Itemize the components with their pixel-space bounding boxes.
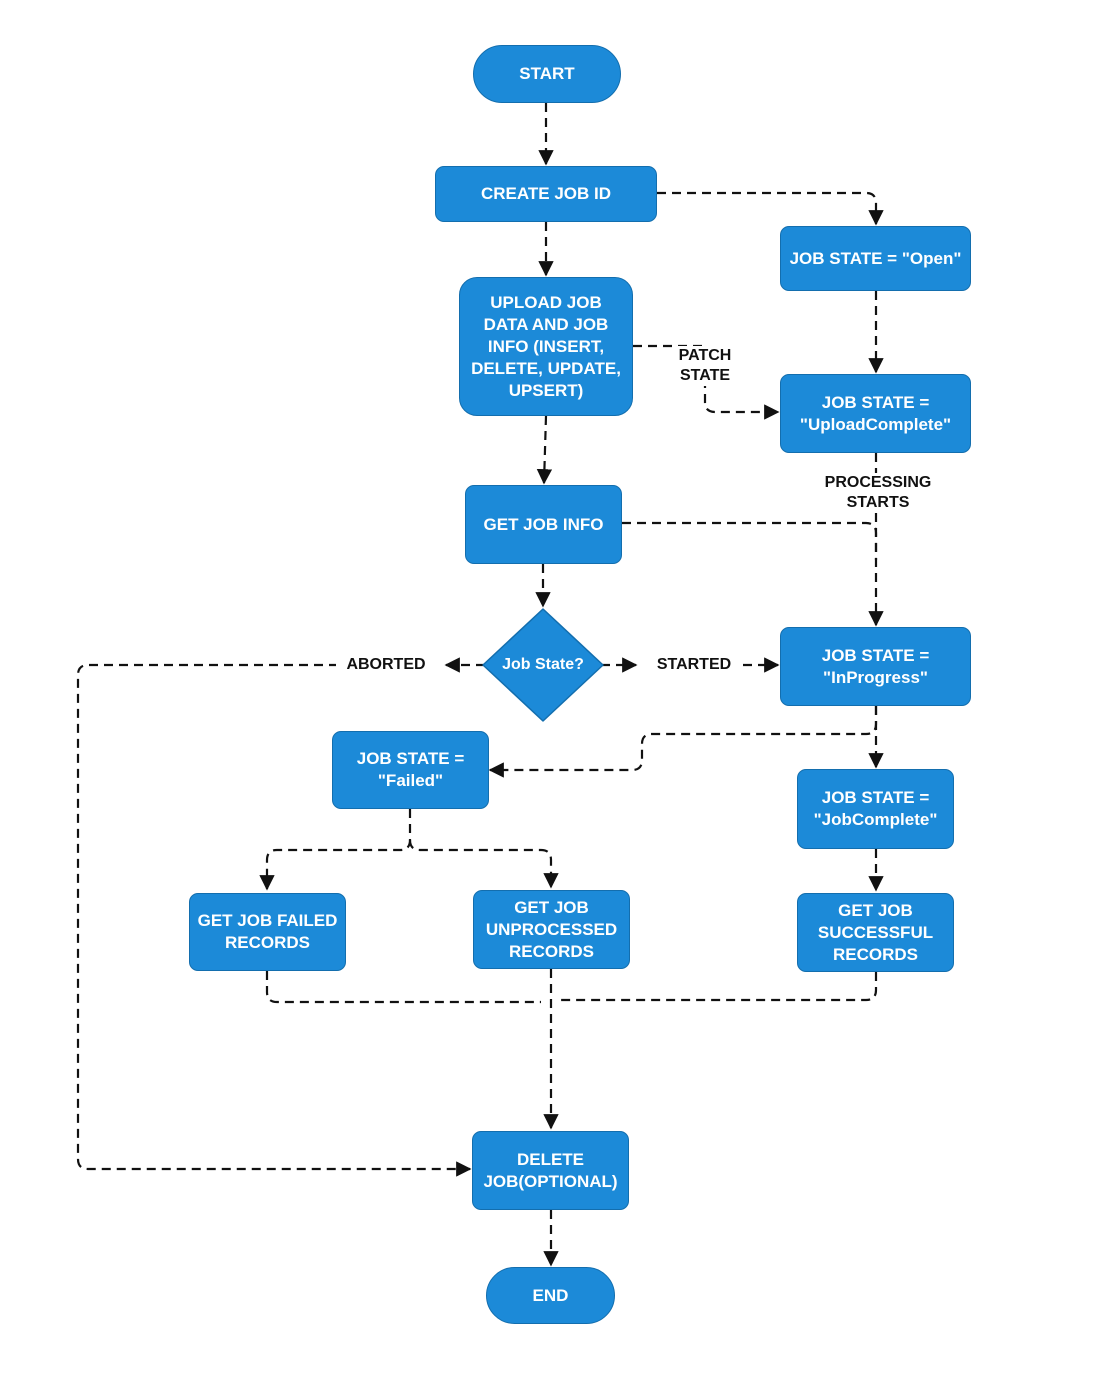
edge-failed-records-merge (265, 971, 541, 1004)
get-job-info-node[interactable]: GET JOB INFO (465, 485, 622, 564)
get-job-failed-records-node[interactable]: GET JOB FAILED RECORDS (189, 893, 346, 971)
started-label: STARTED (645, 655, 743, 675)
aborted-label: ABORTED (336, 655, 436, 675)
job-state-failed-node[interactable]: JOB STATE = "Failed" (332, 731, 489, 809)
start-node[interactable]: START (473, 45, 621, 103)
end-node[interactable]: END (486, 1267, 615, 1324)
create-job-id-node[interactable]: CREATE JOB ID (435, 166, 657, 222)
edge-failed-to-failed-records (259, 809, 412, 891)
edge-create-job-to-open (657, 191, 884, 226)
edge-in-progress-to-failed (488, 706, 878, 778)
patch-state-label: PATCH STATE (672, 346, 738, 386)
upload-job-data-node[interactable]: UPLOAD JOB DATA AND JOB INFO (INSERT, DE… (459, 277, 633, 416)
job-state-upload-complete-node[interactable]: JOB STATE = "UploadComplete" (780, 374, 971, 453)
get-job-unprocessed-records-node[interactable]: GET JOB UNPROCESSED RECORDS (473, 890, 630, 969)
edge-upload-to-get-job-info (536, 415, 553, 485)
edge-get-job-info-to-in-progress (622, 521, 878, 560)
edge-upload-to-upload-complete (633, 344, 780, 420)
delete-job-node[interactable]: DELETE JOB(OPTIONAL) (472, 1131, 629, 1210)
job-state-job-complete-node[interactable]: JOB STATE = "JobComplete" (797, 769, 954, 849)
job-state-decision-shape[interactable] (482, 608, 604, 722)
processing-starts-label: PROCESSING STARTS (817, 473, 939, 513)
job-state-open-node[interactable]: JOB STATE = "Open" (780, 226, 971, 291)
edge-failed-to-unprocessed-records (408, 839, 559, 889)
job-state-in-progress-node[interactable]: JOB STATE = "InProgress" (780, 627, 971, 706)
get-job-successful-records-node[interactable]: GET JOB SUCCESSFUL RECORDS (797, 893, 954, 972)
edge-successful-records-merge (561, 972, 878, 1002)
job-state-decision-label: Job State? (502, 656, 584, 673)
